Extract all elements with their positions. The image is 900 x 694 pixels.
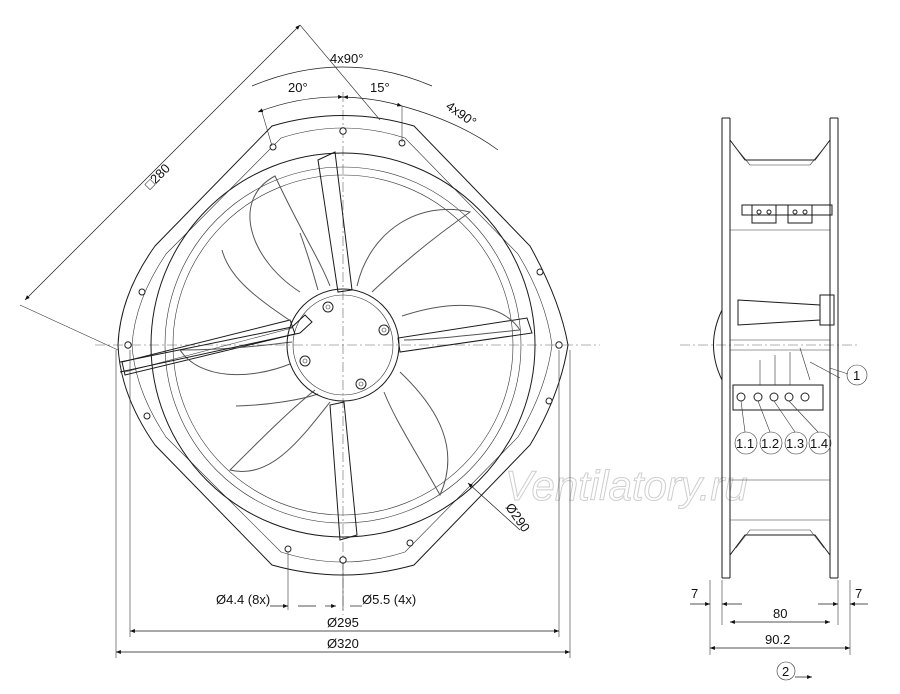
- terminal-1-4: 1.4: [810, 436, 828, 451]
- callout-1: 1: [853, 368, 860, 383]
- venturi-ring: [150, 152, 536, 538]
- callout-2-circle: [776, 661, 796, 681]
- label-4x90-top: 4x90°: [330, 51, 363, 66]
- dim-7-right: 7: [855, 586, 862, 601]
- dim-square-280: □280: [142, 161, 173, 192]
- cable: [119, 314, 313, 373]
- dim-diameter-320: Ø320: [327, 636, 359, 651]
- callout-2: 2: [782, 664, 789, 679]
- mounting-holes: [124, 127, 563, 564]
- watermark-text: Ventilatory.ru: [505, 462, 748, 509]
- dim-80: 80: [773, 606, 787, 621]
- hub-bolts: [299, 301, 390, 390]
- dim-hole-4-4: Ø4.4 (8x): [216, 592, 270, 607]
- terminal-1-3: 1.3: [786, 436, 804, 451]
- side-frame: [721, 118, 839, 578]
- label-15deg: 15°: [370, 80, 390, 95]
- impeller-blades: [179, 175, 521, 497]
- terminal-block: [732, 347, 841, 411]
- terminal-1-2: 1.2: [761, 436, 779, 451]
- dim-7-left: 7: [691, 586, 698, 601]
- label-4x90-side: 4x90°: [443, 98, 479, 129]
- dim-hole-5-5: Ø5.5 (4x): [362, 592, 416, 607]
- terminal-1-1: 1.1: [736, 436, 754, 451]
- side-view: 1.1 1.2 1.3 1.4 1 7 80 7 90.2 2: [680, 117, 868, 681]
- support-struts: [121, 151, 533, 541]
- callout-1-circle: [846, 364, 868, 386]
- front-view: □280 4x90° 20° 15° 4x90° Ø290 Ø4.4 (8x) …: [19, 24, 600, 658]
- motor-hub: [286, 288, 400, 402]
- dim-diameter-295: Ø295: [327, 615, 359, 630]
- terminal-1-1-circle: [734, 431, 758, 455]
- arc-4x90: [251, 66, 433, 87]
- housing-outline: [117, 115, 569, 576]
- label-20deg: 20°: [288, 80, 308, 95]
- dim-90-2: 90.2: [765, 632, 790, 647]
